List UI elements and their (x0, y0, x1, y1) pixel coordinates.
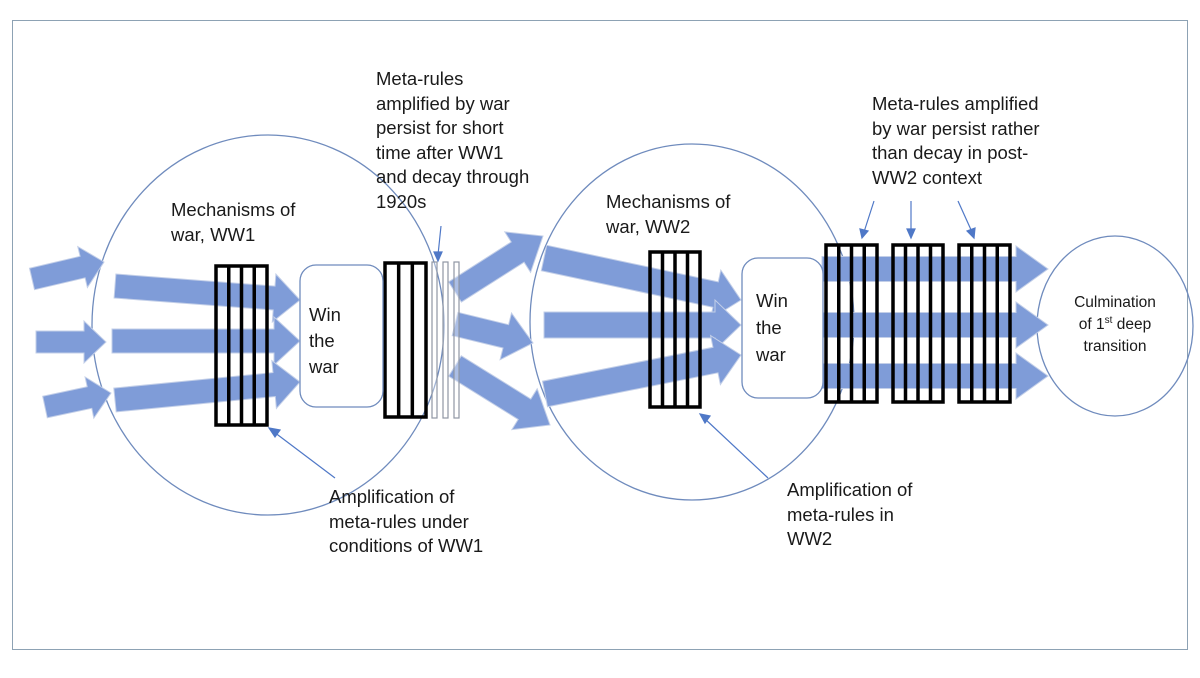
ww1-arrow-bottom (113, 359, 301, 413)
flow-arrows (28, 231, 1049, 431)
culmination-line: of 1st deep (1052, 314, 1178, 336)
meta-short-line: Meta-rules (376, 68, 464, 89)
bars-post-ww2-2 (891, 243, 945, 404)
amplification-ww2-line: WW2 (787, 528, 833, 549)
diagram-frame (12, 20, 1188, 650)
win-ww2-line: war (756, 344, 786, 365)
win-ww2-label: Win the war (756, 287, 788, 368)
pointer-short-persist-head (433, 251, 443, 263)
input-arrow-1 (28, 245, 105, 291)
pointer-persist-3 (957, 200, 973, 233)
fan-arrow-up (447, 231, 544, 303)
pointer-persist-3-head (965, 227, 976, 240)
meta-short-line: amplified by war (376, 92, 510, 114)
meta-persist-line: by war persist rather (872, 117, 1040, 139)
culmination-label: Culmination of 1st deep transition (1052, 292, 1178, 358)
pointer-amp-ww2 (703, 417, 769, 479)
culmination-line: Culmination (1074, 294, 1156, 311)
ww2-arrow-bottom (541, 334, 742, 408)
win-ww1-label: Win the war (309, 302, 341, 380)
pointer-persist-1-head (859, 228, 870, 240)
input-arrow-3 (42, 375, 112, 420)
meta-persist-label: Meta-rules amplified by war persist rath… (872, 92, 1040, 190)
decay-bar-1 (431, 261, 438, 419)
win-ww2-line: the (756, 317, 782, 338)
culmination-text: of 1 (1078, 316, 1105, 333)
meta-rule-bars (214, 243, 1012, 427)
amplification-ww1-line: conditions of WW1 (329, 535, 484, 556)
mechanisms-ww2-line: Mechanisms of (606, 191, 731, 212)
meta-persist-line: than decay in post- (872, 142, 1029, 163)
decay-bar-2 (442, 261, 449, 419)
amplification-ww2-line: Amplification of (787, 479, 913, 500)
mechanisms-ww2-label: Mechanisms of war, WW2 (606, 190, 730, 239)
meta-short-line: 1920s (376, 190, 427, 212)
bars-post-ww1 (383, 261, 428, 419)
amplification-ww2-label: Amplification of meta-rules in WW2 (787, 478, 912, 552)
pointer-amp-ww2-head (698, 413, 712, 425)
amplification-ww1-line: meta-rules under (329, 510, 469, 532)
ww1-arrow-top (113, 272, 301, 324)
bars-post-ww1-outline (383, 261, 428, 419)
pointer-persist-1 (863, 200, 875, 233)
decay-bar-3 (453, 261, 460, 419)
bars-post-ww2-3 (957, 243, 1012, 404)
meta-persist-line: Meta-rules amplified (872, 93, 1039, 114)
bars-ww2 (648, 250, 702, 409)
input-arrow-2 (35, 319, 107, 365)
mechanisms-ww2-line: war, WW2 (606, 215, 691, 237)
post-arrow-top (821, 245, 1049, 293)
fan-arrow-down (448, 355, 551, 431)
fan-arrow-mid (451, 311, 534, 361)
pointer-lines (267, 200, 976, 479)
mechanisms-ww1-line: war, WW1 (171, 223, 256, 245)
pointer-short-persist (437, 225, 442, 256)
mechanisms-ww1-label: Mechanisms of war, WW1 (171, 198, 295, 247)
culmination-text: deep (1112, 316, 1152, 333)
win-ww2-line: Win (756, 290, 788, 311)
meta-short-line: persist for short (376, 117, 504, 138)
meta-short-line: time after WW1 (376, 141, 504, 163)
ww1-ellipse (91, 134, 445, 516)
post-arrow-bottom (821, 352, 1049, 400)
mechanisms-ww1-line: Mechanisms of (171, 199, 296, 220)
amplification-ww1-line: Amplification of (329, 486, 455, 507)
ww2-arrow-top (540, 244, 742, 321)
win-box-ww1 (299, 264, 384, 408)
ww1-arrow-mid (111, 315, 301, 367)
amplification-ww2-line: meta-rules in (787, 503, 894, 525)
culmination-line: transition (1083, 338, 1147, 355)
meta-persist-line: WW2 context (872, 166, 982, 188)
win-box-ww2 (741, 257, 824, 399)
post-arrow-mid (821, 301, 1049, 349)
win-ww1-line: the (309, 330, 335, 351)
bars-ww1 (214, 264, 269, 427)
win-ww1-line: Win (309, 304, 341, 325)
pointer-persist-2-head (906, 228, 916, 240)
meta-short-label: Meta-rules amplified by war persist for … (376, 67, 529, 214)
amplification-ww1-label: Amplification of meta-rules under condit… (329, 485, 483, 559)
bars-post-ww2-1 (824, 243, 879, 404)
win-ww1-line: war (309, 356, 339, 377)
pointer-amp-ww1-head (267, 427, 282, 439)
culmination-superscript: st (1104, 314, 1113, 326)
meta-short-line: and decay through (376, 166, 530, 187)
pointer-amp-ww1 (273, 431, 336, 479)
